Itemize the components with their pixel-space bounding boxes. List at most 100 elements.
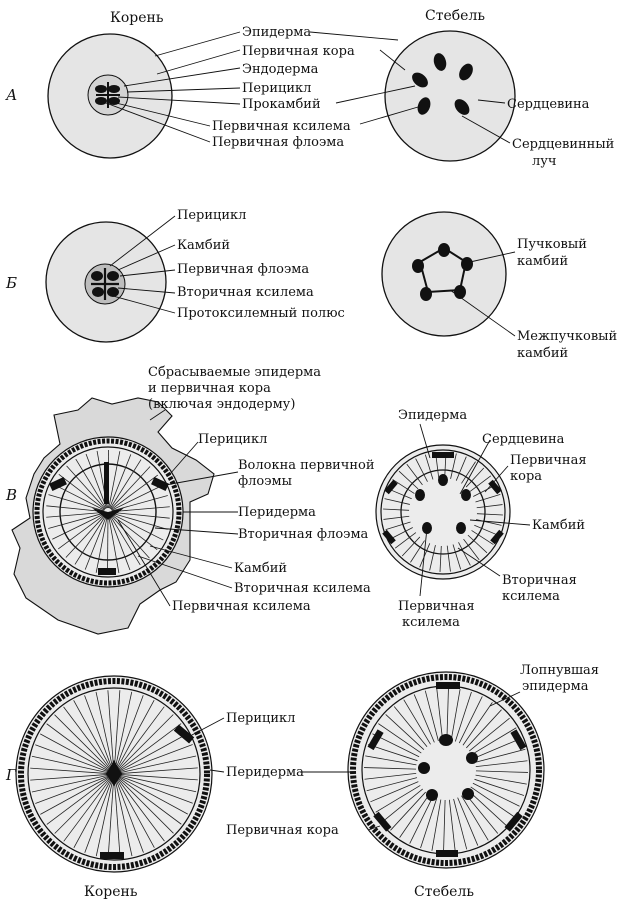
tissue-ray xyxy=(409,796,434,844)
row-b: Б П xyxy=(5,208,617,361)
tissue-ray xyxy=(424,690,439,742)
tissue-ray xyxy=(385,714,425,750)
stem-a-disk xyxy=(384,30,516,162)
tissue-ray xyxy=(48,494,105,512)
tissue-ray xyxy=(48,512,105,529)
tissue-ray xyxy=(475,774,527,785)
label-b-cambium: Камбий xyxy=(177,238,230,253)
tissue-ray xyxy=(452,544,462,570)
row-letter-a: А xyxy=(5,86,17,104)
tissue-ray xyxy=(464,792,499,834)
tissue-ray xyxy=(419,543,431,568)
tissue-ray xyxy=(467,534,488,554)
tissue-ray xyxy=(66,465,106,510)
tissue-ray xyxy=(365,755,417,766)
leaders-v xyxy=(117,409,531,607)
tissue-ray xyxy=(117,706,165,770)
tissue-ray xyxy=(110,514,150,559)
tissue-ray xyxy=(463,538,480,561)
title-stem-bottom: Стебель xyxy=(414,884,474,900)
label-a-endodermis: Эндодерма xyxy=(242,62,319,77)
label-a-pith: Сердцевина xyxy=(507,97,590,112)
tissue-ray xyxy=(467,790,507,826)
label-a-procambium: Прокамбий xyxy=(242,97,321,112)
tissue-ray xyxy=(117,777,174,834)
tissue-ray xyxy=(107,690,114,769)
label-b-protoxylem-pole: Протоксилемный полюс xyxy=(177,306,345,321)
stem-v-section xyxy=(375,444,511,580)
row-a: Корень Стебель А xyxy=(5,8,614,169)
label-b-secondary-xylem: Вторичная ксилема xyxy=(177,285,314,300)
tissue-ray xyxy=(468,717,510,752)
tissue-ray xyxy=(109,459,142,509)
tissue-ray xyxy=(403,699,431,745)
label-v-fibers-1: Волокна первичной xyxy=(238,458,375,473)
tissue-ray xyxy=(462,702,493,746)
tissue-ray xyxy=(46,505,105,512)
tissue-ray xyxy=(429,545,436,571)
tissue-ray xyxy=(393,706,428,748)
tissue-ray xyxy=(118,777,182,825)
label-b-interfascicular-2: камбий xyxy=(517,346,568,361)
tissue-ray xyxy=(116,779,155,848)
tissue-ray xyxy=(111,506,170,513)
label-v-stem-prim-xylem-2: ксилема xyxy=(402,615,460,630)
tissue-ray xyxy=(420,798,438,849)
tissue-ray xyxy=(383,515,410,520)
tissue-ray xyxy=(453,798,468,850)
tissue-ray xyxy=(458,696,483,744)
tissue-ray xyxy=(470,786,514,817)
tissue-ray xyxy=(448,799,456,852)
label-v-primary-xylem: Первичная ксилема xyxy=(172,599,311,614)
tissue-ray xyxy=(474,778,525,796)
label-a-pith-ray-2: луч xyxy=(532,154,557,169)
tissue-ray xyxy=(119,774,198,781)
stem-b-disk xyxy=(381,211,507,337)
tissue-ray xyxy=(111,512,170,519)
title-stem-top: Стебель xyxy=(425,8,485,24)
tissue-ray xyxy=(390,791,426,831)
label-a-epidermis: Эпидерма xyxy=(242,25,311,40)
tissue-ray xyxy=(474,524,499,536)
label-g-burst-2: эпидерма xyxy=(522,679,589,694)
tissue-ray xyxy=(84,779,113,853)
tissue-ray xyxy=(466,709,502,749)
tissue-ray xyxy=(109,515,131,571)
label-v-periderm: Перидерма xyxy=(238,505,316,520)
tissue-ray xyxy=(52,513,105,540)
label-g-pericycle: Перицикл xyxy=(226,711,295,726)
tissue-ray xyxy=(58,473,106,510)
tissue-ray xyxy=(471,530,494,545)
tissue-ray xyxy=(394,532,417,549)
tissue-ray xyxy=(385,521,411,531)
label-v-stem-prim-xylem-1: Первичная xyxy=(398,599,475,614)
tissue-ray xyxy=(40,733,109,772)
tissue-ray xyxy=(476,513,503,516)
tissue-ray xyxy=(114,691,133,769)
tissue-ray xyxy=(40,776,109,815)
tissue-ray xyxy=(392,479,415,494)
label-v-cambium: Камбий xyxy=(234,561,287,576)
tissue-ray xyxy=(111,512,168,530)
tissue-ray xyxy=(406,463,423,486)
tissue-ray xyxy=(46,723,110,771)
tissue-ray xyxy=(73,700,112,769)
label-b-pericycle: Перицикл xyxy=(177,208,246,223)
tissue-ray xyxy=(35,775,109,804)
tissue-ray xyxy=(389,527,413,540)
tissue-ray xyxy=(454,691,472,742)
label-a-primary-cortex: Первичная кора xyxy=(242,44,355,59)
tissue-ray xyxy=(73,779,112,848)
tissue-ray xyxy=(475,760,528,768)
tissue-ray xyxy=(475,770,528,773)
tissue-ray xyxy=(85,453,107,509)
row-letter-v: В xyxy=(5,486,17,504)
tissue-ray xyxy=(117,778,165,842)
tissue-ray xyxy=(116,700,155,769)
tissue-ray xyxy=(119,767,198,774)
tissue-ray xyxy=(399,794,430,838)
tissue-ray xyxy=(446,545,451,572)
tissue-ray xyxy=(46,511,105,518)
tissue-ray xyxy=(398,470,419,490)
tissue-ray xyxy=(114,690,121,769)
